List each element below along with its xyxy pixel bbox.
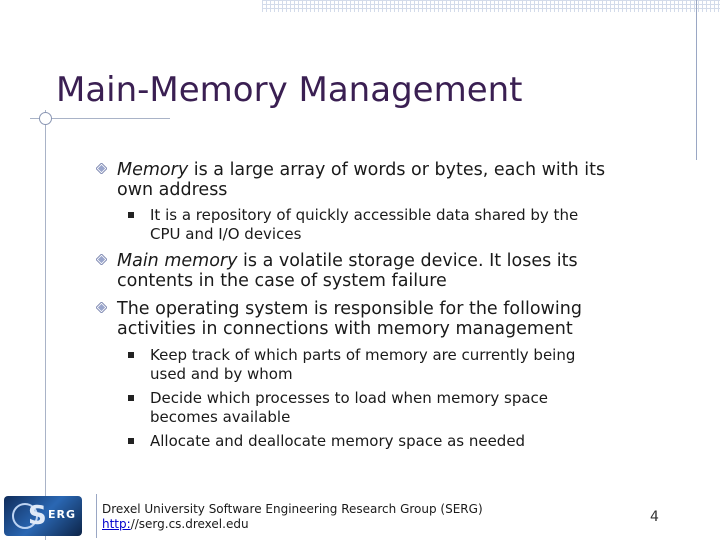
title-underline (30, 118, 170, 119)
logo-letter: S (28, 501, 47, 531)
subbullet-keep-track: Keep track of which parts of memory are … (128, 346, 608, 384)
subbullet-text: It is a repository of quickly accessible… (150, 206, 579, 243)
subbullet-text: Allocate and deallocate memory space as … (150, 432, 526, 450)
diamond-bullet-icon (96, 163, 107, 174)
footer-group-name: Drexel University Software Engineering R… (102, 502, 483, 516)
bullet-text: is a large array of words or bytes, each… (117, 160, 606, 200)
serg-logo: S ERG (4, 496, 82, 536)
decorative-circle (39, 112, 52, 125)
square-bullet-icon (128, 395, 134, 401)
decorative-line-left (45, 110, 46, 540)
footer-link-scheme[interactable]: http: (102, 517, 131, 531)
decorative-grid (262, 0, 720, 12)
page-number: 4 (650, 509, 659, 525)
subbullet-allocate: Allocate and deallocate memory space as … (128, 432, 608, 451)
bullet-text: is a volatile storage device. It loses i… (117, 251, 578, 291)
diamond-bullet-icon (96, 302, 107, 313)
square-bullet-icon (128, 352, 134, 358)
subbullet-text: Keep track of which parts of memory are … (150, 346, 576, 383)
slide-title: Main-Memory Management (56, 70, 523, 110)
bullet-text: The operating system is responsible for … (117, 299, 582, 339)
footer-divider (96, 494, 97, 538)
diamond-bullet-icon (96, 254, 107, 265)
decorative-line-right (696, 0, 697, 160)
bullet-main-memory: Main memory is a volatile storage device… (96, 251, 636, 291)
subbullet-text: Decide which processes to load when memo… (150, 389, 549, 426)
subbullet-decide: Decide which processes to load when memo… (128, 389, 608, 427)
square-bullet-icon (128, 212, 134, 218)
footer-link-line[interactable]: http://serg.cs.drexel.edu (102, 517, 483, 532)
logo-ring (12, 503, 38, 529)
footer-link-rest[interactable]: //serg.cs.drexel.edu (130, 517, 249, 531)
bullet-os-responsibility: The operating system is responsible for … (96, 299, 636, 339)
subbullet-repository: It is a repository of quickly accessible… (128, 206, 608, 244)
bullet-emphasis: Memory (117, 160, 189, 180)
bullet-memory: Memory is a large array of words or byte… (96, 160, 636, 200)
square-bullet-icon (128, 438, 134, 444)
logo-text: ERG (48, 508, 77, 521)
footer: Drexel University Software Engineering R… (102, 502, 483, 532)
bullet-emphasis: Main memory (117, 251, 238, 271)
